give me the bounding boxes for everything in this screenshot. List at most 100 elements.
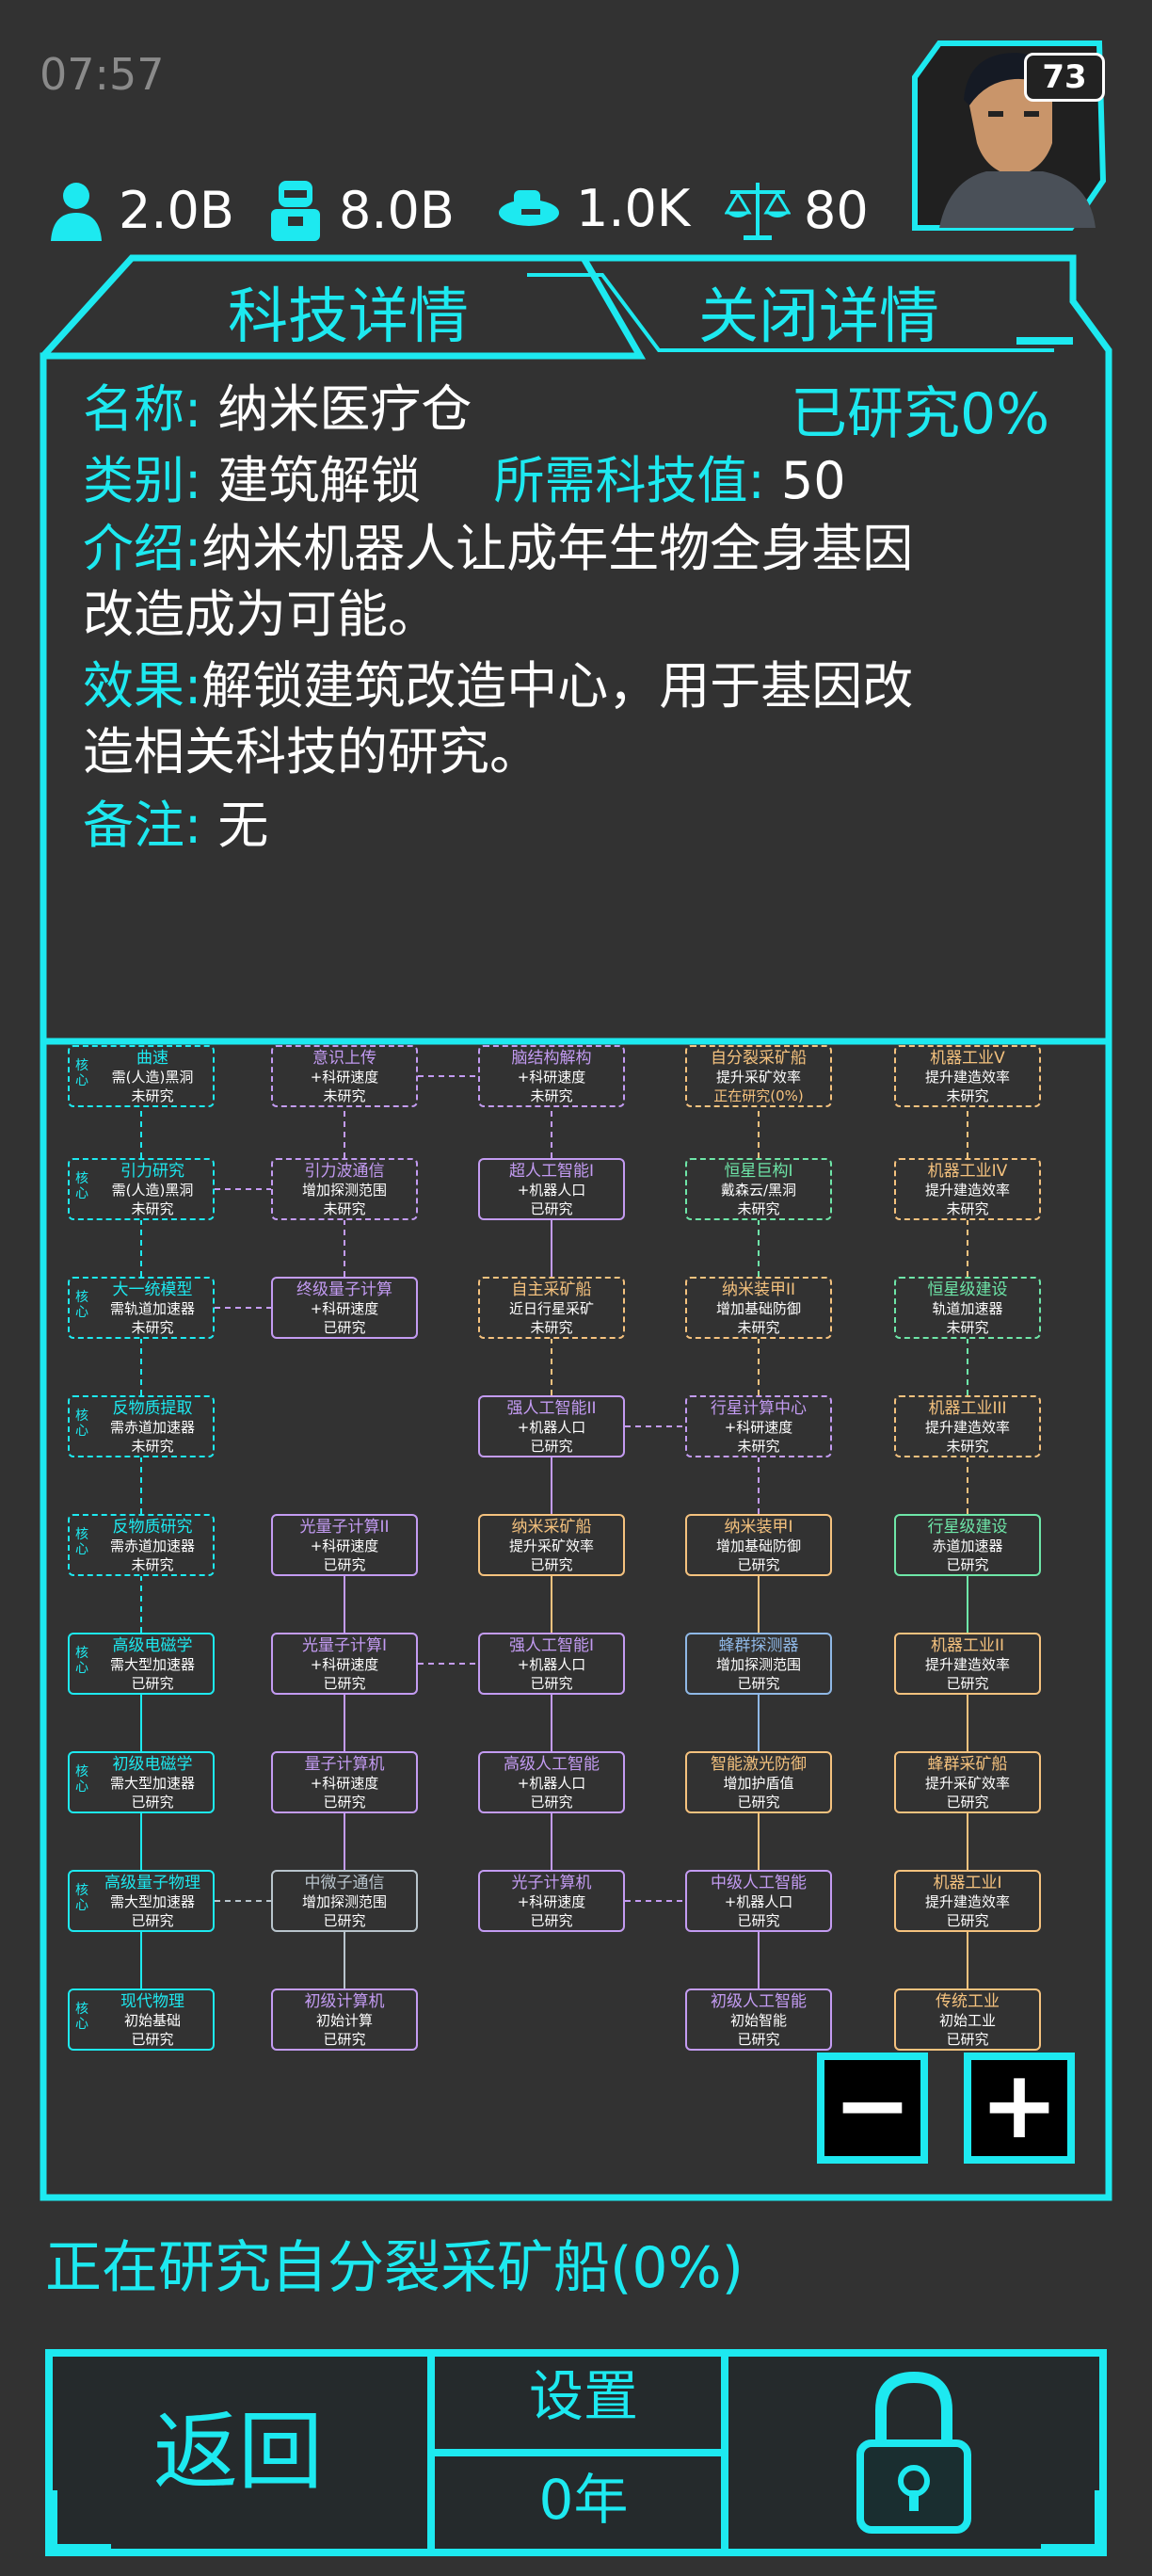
- tech-node-effect: 提升采矿效率: [508, 1538, 594, 1554]
- tech-node-effect: 赤道加速器: [932, 1538, 1003, 1554]
- tech-node[interactable]: 光子计算机+科研速度已研究: [478, 1870, 625, 1932]
- tech-node-status: 已研究: [946, 2031, 989, 2048]
- tech-node[interactable]: 自主采矿船近日行星采矿未研究: [478, 1277, 625, 1339]
- tech-node-title: 曲速: [136, 1049, 168, 1068]
- tech-node[interactable]: 脑结构解构+科研速度未研究: [478, 1045, 625, 1107]
- tech-node[interactable]: 智能激光防御增加护盾值已研究: [685, 1751, 832, 1813]
- tech-node-status: 已研究: [737, 1912, 780, 1929]
- tech-node-status: 已研究: [323, 1556, 366, 1573]
- tech-node-title: 恒星级建设: [927, 1280, 1008, 1299]
- tech-node-effect: 初始计算: [315, 2012, 373, 2029]
- tech-node[interactable]: 初级电磁学需大型加速器已研究核心: [68, 1751, 215, 1813]
- tech-node[interactable]: 传统工业初始工业已研究: [894, 1988, 1041, 2051]
- lock-button[interactable]: [736, 2349, 1107, 2556]
- tech-node-effect: 提升建造效率: [924, 1182, 1010, 1199]
- tech-node[interactable]: 大一统模型需轨道加速器未研究核心: [68, 1277, 215, 1339]
- tech-node-status: 已研究: [323, 1319, 366, 1336]
- resource-population: 2.0B: [47, 179, 234, 241]
- core-tag: 核心: [75, 1409, 88, 1439]
- tech-node-title: 大一统模型: [112, 1280, 193, 1299]
- tech-node[interactable]: 恒星级建设轨道加速器未研究: [894, 1277, 1041, 1339]
- tech-node-status: 未研究: [946, 1200, 989, 1217]
- tech-node[interactable]: 初级人工智能初始智能已研究: [685, 1988, 832, 2051]
- tech-node-title: 初级计算机: [304, 1992, 385, 2011]
- tech-node-title: 机器工业I: [933, 1874, 1002, 1892]
- tech-node-effect: 增加探测范围: [301, 1893, 387, 1910]
- tech-node-effect: +机器人口: [517, 1656, 586, 1673]
- tech-node[interactable]: 终级量子计算+科研速度已研究: [271, 1277, 418, 1339]
- tech-node-effect: 增加探测范围: [301, 1182, 387, 1199]
- tech-node[interactable]: 超人工智能I+机器人口已研究: [478, 1158, 625, 1220]
- tech-node-status: 未研究: [530, 1087, 573, 1104]
- zoom-out-button[interactable]: −: [817, 2053, 928, 2164]
- tech-node-effect: 初始工业: [938, 2012, 996, 2029]
- tech-node[interactable]: 反物质研究需赤道加速器未研究核心: [68, 1514, 215, 1576]
- tech-node-title: 纳米采矿船: [511, 1518, 592, 1537]
- tech-node-effect: 初始智能: [729, 2012, 787, 2029]
- tech-tree[interactable]: 曲速需(人造)黑洞未研究核心意识上传+科研速度未研究脑结构解构+科研速度未研究自…: [47, 1043, 1103, 2192]
- tech-node[interactable]: 蜂群探测器增加探测范围已研究: [685, 1633, 832, 1695]
- tech-node[interactable]: 强人工智能II+机器人口已研究: [478, 1395, 625, 1457]
- tech-node[interactable]: 自分裂采矿船提升采矿效率正在研究(0%): [685, 1045, 832, 1107]
- tech-node-status: 未研究: [946, 1319, 989, 1336]
- tech-node[interactable]: 光量子计算I+科研速度已研究: [271, 1633, 418, 1695]
- tech-node-status: 已研究: [131, 2031, 174, 2048]
- tech-node-title: 反物质研究: [112, 1518, 193, 1537]
- tab-tech-detail[interactable]: 科技详情: [228, 282, 469, 352]
- tech-node[interactable]: 意识上传+科研速度未研究: [271, 1045, 418, 1107]
- tech-node[interactable]: 引力研究需(人造)黑洞未研究核心: [68, 1158, 215, 1220]
- tech-node[interactable]: 蜂群采矿船提升采矿效率已研究: [894, 1751, 1041, 1813]
- person-icon: [51, 183, 102, 241]
- tech-node[interactable]: 现代物理初始基础已研究核心: [68, 1988, 215, 2051]
- back-button[interactable]: 返回: [153, 2403, 323, 2502]
- tech-node-status: 已研究: [530, 1675, 573, 1692]
- tech-node[interactable]: 高级人工智能+机器人口已研究: [478, 1751, 625, 1813]
- tech-node[interactable]: 反物质提取需赤道加速器未研究核心: [68, 1395, 215, 1457]
- tech-node[interactable]: 引力波通信增加探测范围未研究: [271, 1158, 418, 1220]
- tech-node[interactable]: 行星计算中心+科研速度未研究: [685, 1395, 832, 1457]
- tech-node-status: 未研究: [737, 1438, 780, 1455]
- tech-node-effect: 需(人造)黑洞: [111, 1069, 194, 1086]
- tech-node-title: 自主采矿船: [511, 1280, 592, 1299]
- tech-node-effect: +科研速度: [310, 1775, 379, 1792]
- tech-node[interactable]: 曲速需(人造)黑洞未研究核心: [68, 1045, 215, 1107]
- tech-node-title: 终级量子计算: [296, 1280, 392, 1299]
- tech-node-title: 蜂群采矿船: [927, 1755, 1008, 1774]
- tech-node-status: 未研究: [131, 1087, 174, 1104]
- tech-node[interactable]: 初级计算机初始计算已研究: [271, 1988, 418, 2051]
- tech-node-status: 未研究: [323, 1087, 366, 1104]
- tech-node-effect: +科研速度: [310, 1069, 379, 1086]
- tech-node[interactable]: 行星级建设赤道加速器已研究: [894, 1514, 1041, 1576]
- tech-node-status: 已研究: [946, 1556, 989, 1573]
- tech-node[interactable]: 纳米采矿船提升采矿效率已研究: [478, 1514, 625, 1576]
- tech-node-title: 反物质提取: [112, 1399, 193, 1418]
- tech-node[interactable]: 中级人工智能+机器人口已研究: [685, 1870, 832, 1932]
- settings-button[interactable]: 设置: [528, 2364, 638, 2428]
- tech-node[interactable]: 光量子计算II+科研速度已研究: [271, 1514, 418, 1576]
- tech-node[interactable]: 高级量子物理需大型加速器已研究核心: [68, 1870, 215, 1932]
- tech-node-title: 机器工业IV: [927, 1162, 1008, 1181]
- tech-node[interactable]: 中微子通信增加探测范围已研究: [271, 1870, 418, 1932]
- zoom-in-button[interactable]: +: [964, 2053, 1075, 2164]
- tech-node-title: 中级人工智能: [711, 1874, 807, 1892]
- tab-close-detail[interactable]: 关闭详情: [698, 282, 939, 352]
- tech-node[interactable]: 强人工智能I+机器人口已研究: [478, 1633, 625, 1695]
- tech-node-title: 光子计算机: [511, 1874, 592, 1892]
- tech-node-effect: 提升建造效率: [924, 1656, 1010, 1673]
- core-tag: 核心: [75, 1646, 88, 1676]
- tech-node-effect: 增加护盾值: [723, 1775, 794, 1792]
- tech-node-status: 已研究: [131, 1912, 174, 1929]
- tech-node-title: 强人工智能II: [506, 1399, 597, 1418]
- tech-node-title: 强人工智能I: [508, 1636, 594, 1655]
- tech-node[interactable]: 量子计算机+科研速度已研究: [271, 1751, 418, 1813]
- tech-node-title: 行星计算中心: [711, 1399, 807, 1418]
- tech-node[interactable]: 高级电磁学需大型加速器已研究核心: [68, 1633, 215, 1695]
